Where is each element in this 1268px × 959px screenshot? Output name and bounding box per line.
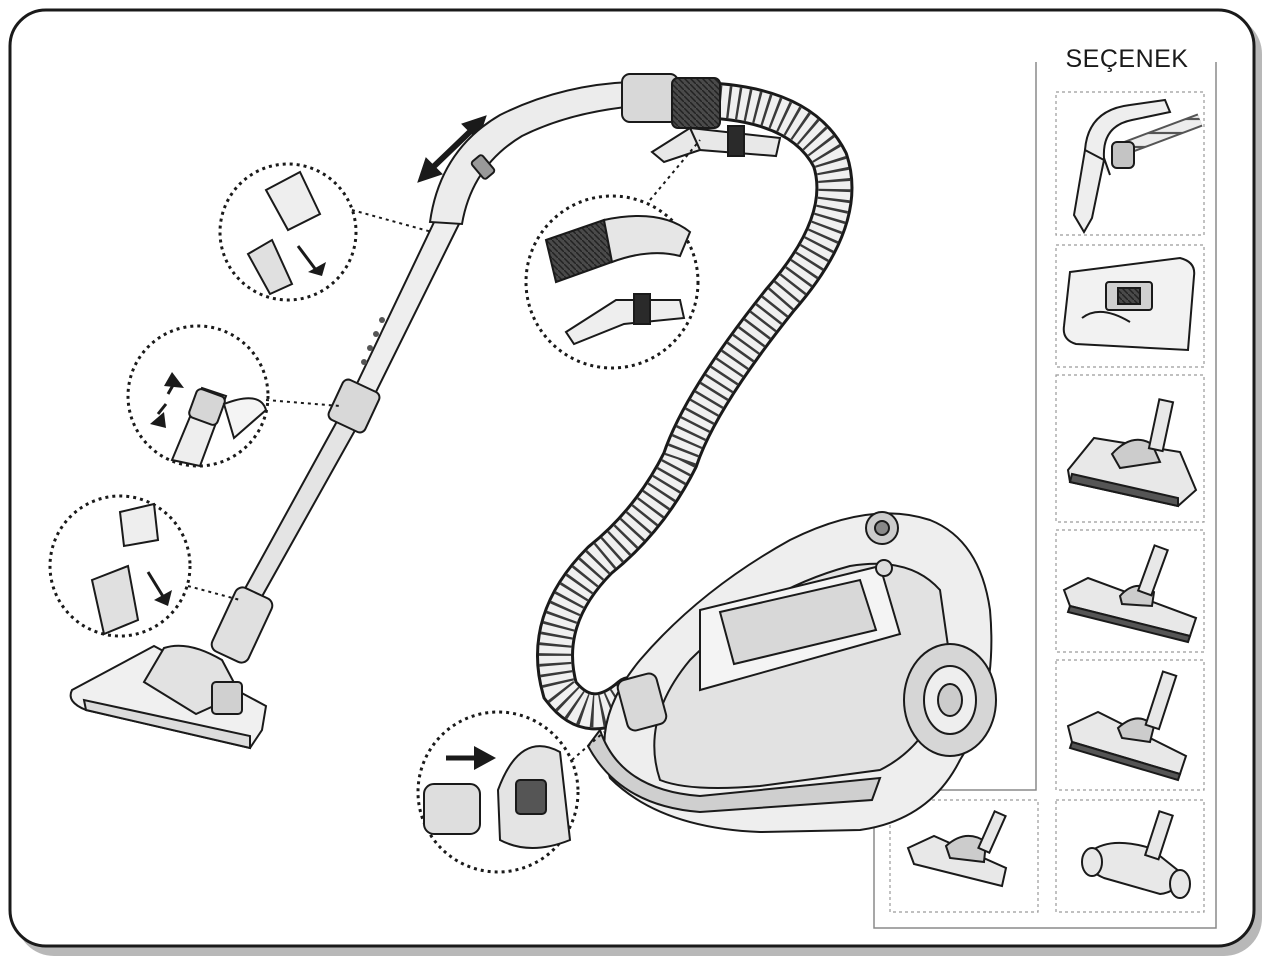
floor-brush-icon: [1066, 398, 1198, 508]
callout-nozzle-attach: [48, 494, 241, 638]
handle-with-hose-icon: [1072, 98, 1203, 234]
canister-body: [586, 511, 997, 834]
option-tiles: [889, 91, 1205, 913]
combination-nozzle-icon: [1066, 670, 1188, 782]
callout-handle-tube: [218, 162, 433, 302]
turbo-brush-icon: [1081, 810, 1191, 899]
hose-grip-sleeve: [671, 77, 721, 129]
callout-crevice-tool-stowage: [524, 139, 701, 370]
mini-turbo-brush-icon: [906, 809, 1008, 888]
options-panel-title: SEÇENEK: [1052, 42, 1202, 76]
hose-handle: [428, 73, 679, 226]
flexible-hose-coils: [539, 84, 851, 728]
callout-telescopic-adjust: [126, 324, 341, 468]
dust-bag-icon: [1062, 256, 1196, 352]
crevice-tool-on-hose: [650, 125, 782, 164]
floor-nozzle: [69, 586, 274, 750]
parquet-brush-icon: [1062, 544, 1198, 644]
options-panel-outline: [873, 62, 1217, 929]
callout-hose-inlet: [416, 710, 605, 874]
